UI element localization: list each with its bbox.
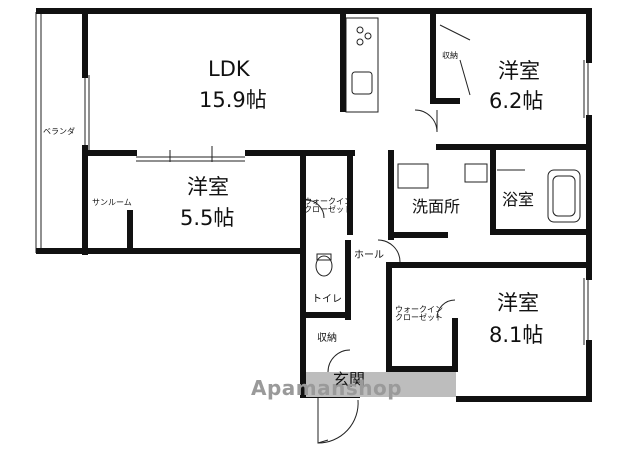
ldk-size: 15.9帖 <box>199 88 267 112</box>
western-room-w-size: 5.5帖 <box>180 206 235 230</box>
western-room-ne-name: 洋室 <box>498 59 540 83</box>
bathtub-shape <box>547 169 581 223</box>
veranda-label: ベランダ <box>43 127 75 136</box>
toilet-bowl <box>315 255 333 277</box>
walk-in-closet-1-line1: ウォークイン <box>304 197 352 206</box>
sunroom-label: サンルーム <box>92 198 132 207</box>
western-room-se-size: 8.1帖 <box>489 323 544 347</box>
walls <box>36 8 592 402</box>
washroom-label: 洗面所 <box>412 197 461 216</box>
walk-in-closet-2-line1: ウォークイン <box>395 305 443 314</box>
ldk-name: LDK <box>208 57 250 81</box>
entrance-label: 玄関 <box>333 370 366 389</box>
entrance-floor <box>306 372 456 397</box>
toilet-label: トイレ <box>312 294 342 305</box>
western-room-ne-size: 6.2帖 <box>489 89 544 113</box>
watermark-logo: Apamanshop <box>251 376 403 400</box>
storage-top-label: 収納 <box>442 51 458 60</box>
bathroom-label: 浴室 <box>502 190 535 209</box>
storage-bottom-label: 収納 <box>317 333 337 344</box>
western-room-se-name: 洋室 <box>497 291 539 315</box>
door-swing-arc <box>414 109 438 133</box>
walk-in-closet-2-line2: クローゼット <box>395 313 443 323</box>
entrance-door-line <box>317 395 329 444</box>
walk-in-closet-1-line2: クローゼット <box>304 205 352 215</box>
walk-in-closet-2-label: ウォークイン クローゼット <box>395 305 443 323</box>
western-room-w-name: 洋室 <box>187 175 229 199</box>
hall-label: ホール <box>354 250 384 261</box>
walk-in-closet-1-label: ウォークイン クローゼット <box>304 197 352 215</box>
